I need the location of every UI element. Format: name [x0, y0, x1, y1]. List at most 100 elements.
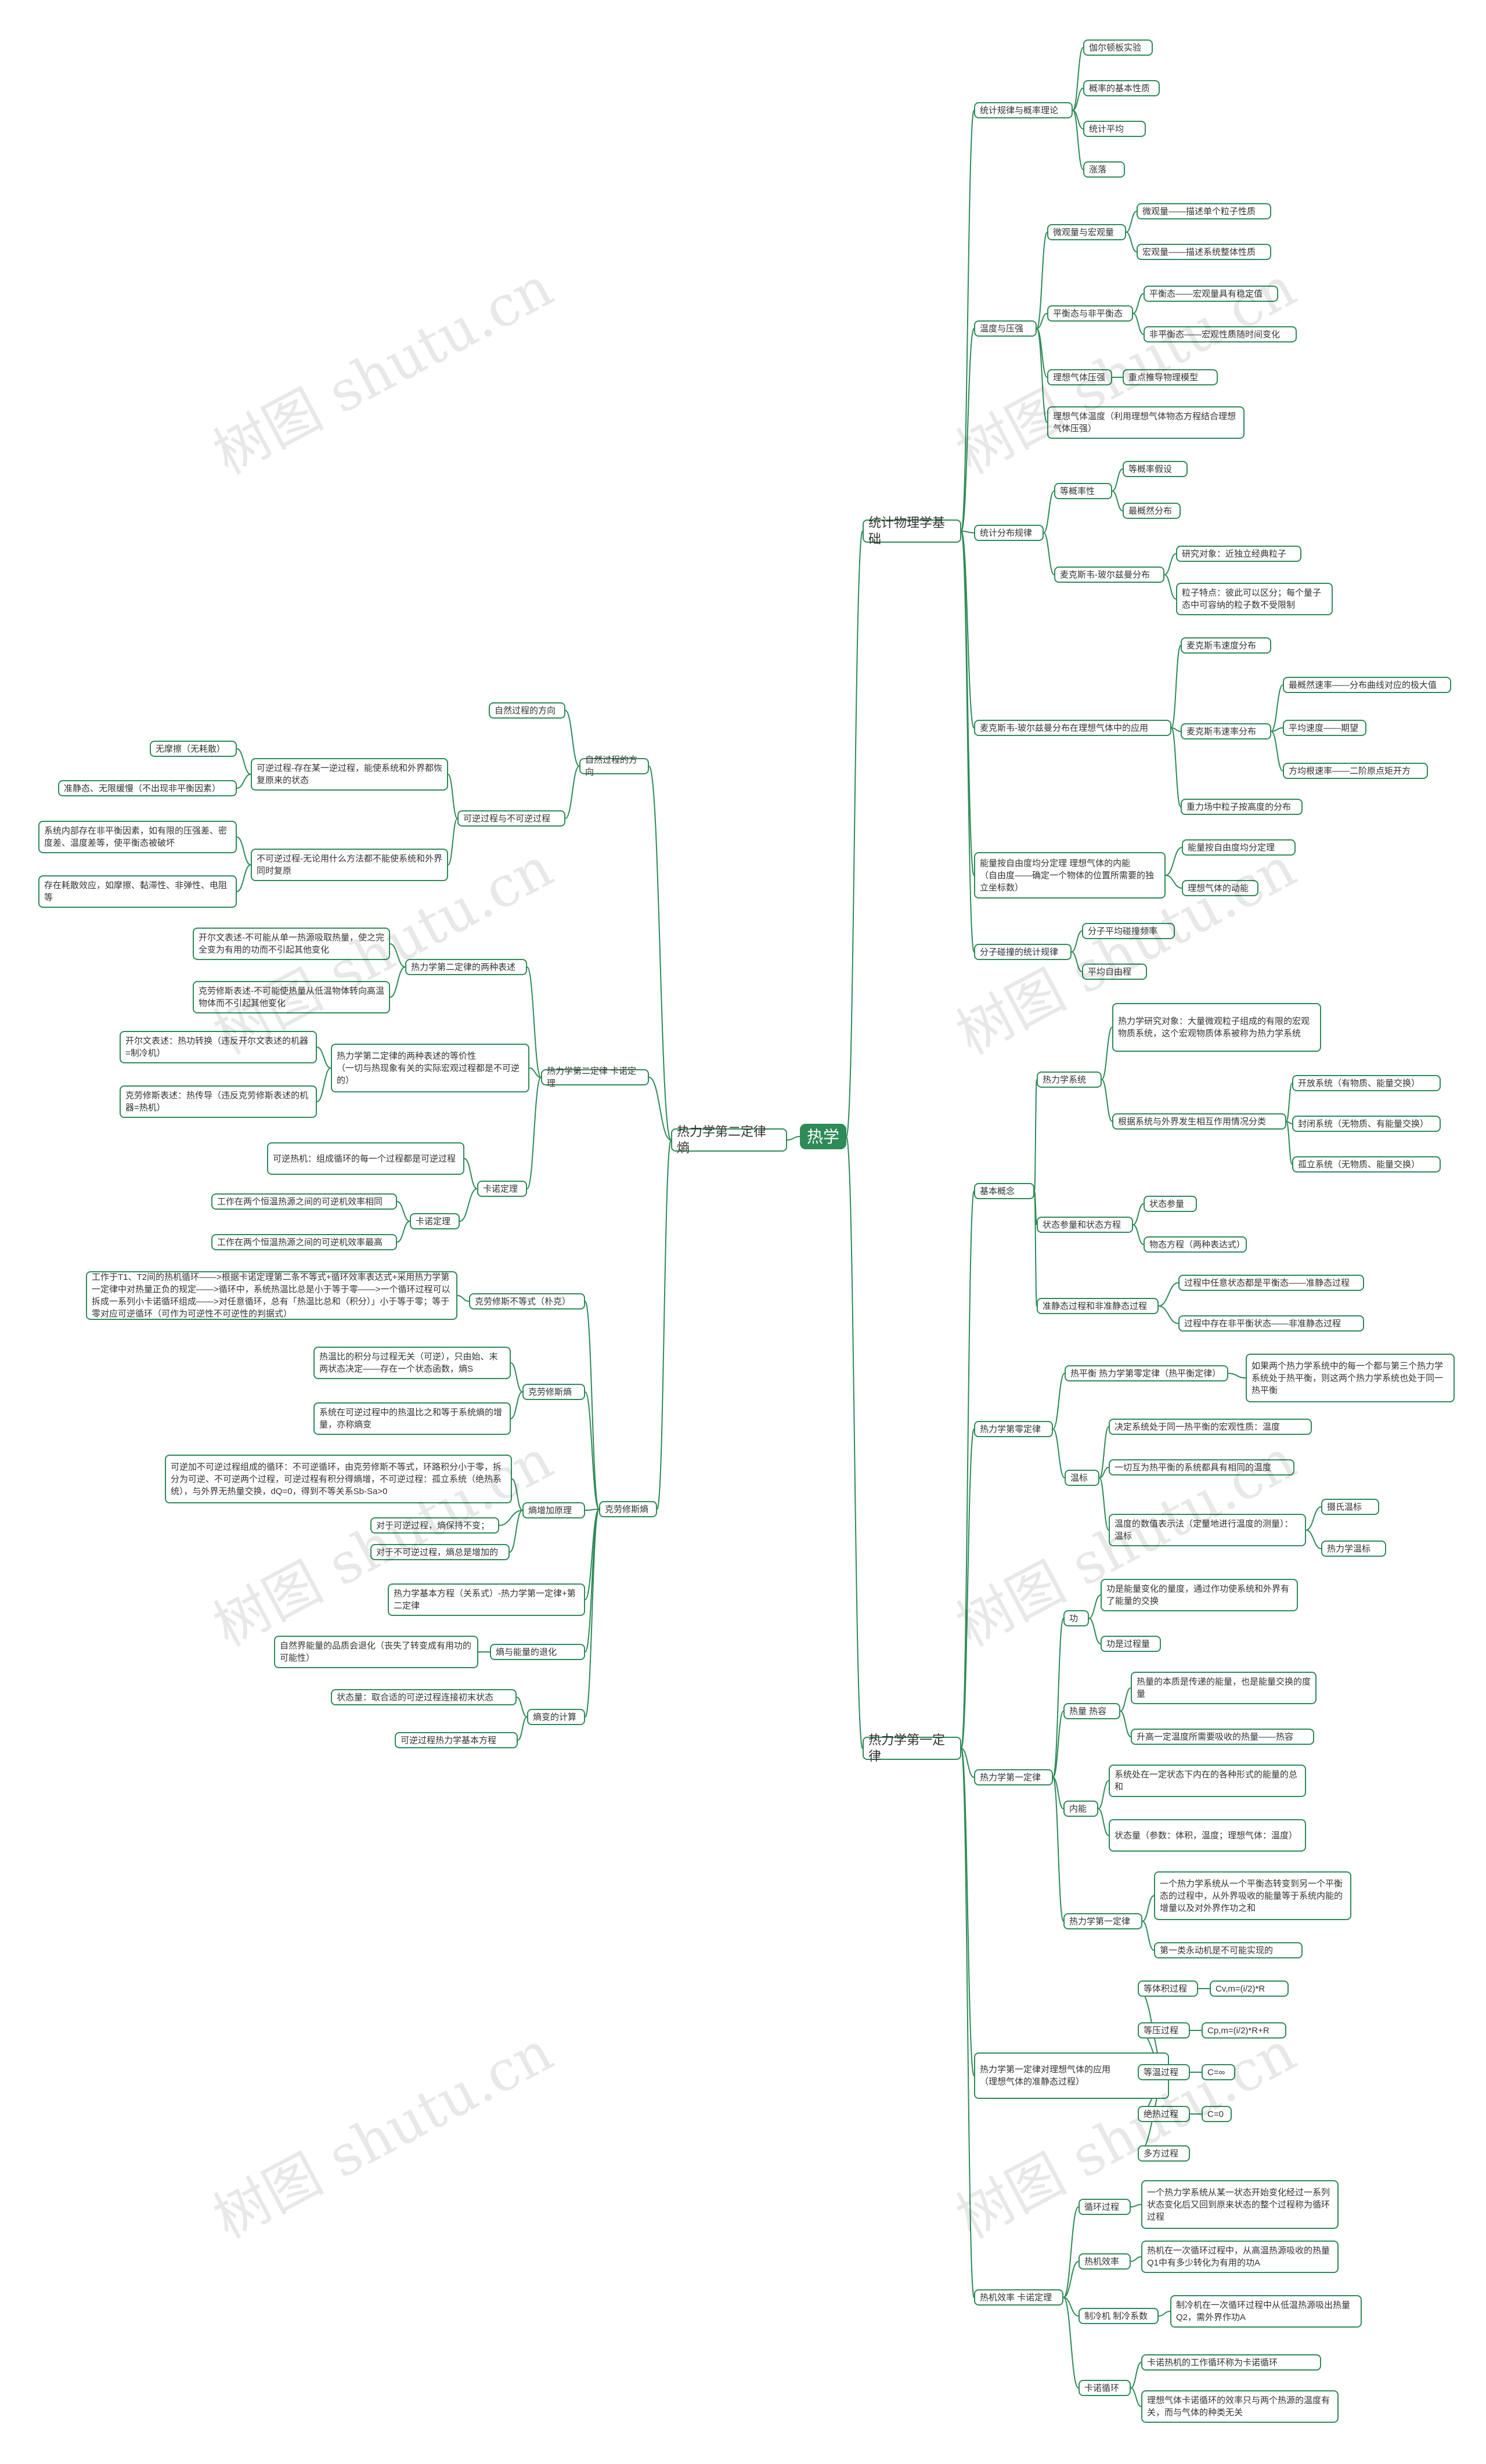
- mindmap-node[interactable]: 功是能量变化的量度，通过作功使系统和外界有了能量的交换: [1101, 1579, 1298, 1611]
- mindmap-node[interactable]: 研究对象：近独立经典粒子: [1176, 546, 1301, 562]
- mindmap-node[interactable]: 如果两个热力学系统中的每一个都与第三个热力学系统处于热平衡，则这两个热力学系统也…: [1246, 1354, 1455, 1402]
- mindmap-node[interactable]: 准静态过程和非准静态过程: [1037, 1298, 1159, 1314]
- mindmap-node[interactable]: 一个热力学系统从某一状态开始变化经过一系列状态变化后又回到原来状态的整个过程称为…: [1141, 2180, 1339, 2229]
- mindmap-node[interactable]: 分子碰撞的统计规律: [974, 944, 1072, 960]
- mindmap-node[interactable]: 制冷机 制冷系数: [1079, 2308, 1159, 2324]
- mindmap-node[interactable]: 克劳修斯表述-不可能使热量从低温物体转向高温物体而不引起其他变化: [193, 981, 390, 1013]
- mindmap-node[interactable]: 统计平均: [1083, 121, 1146, 137]
- mindmap-node[interactable]: 最概然分布: [1123, 503, 1181, 519]
- mindmap-node[interactable]: 热力学第零定律: [974, 1421, 1053, 1437]
- mindmap-node[interactable]: 卡诺定理: [410, 1213, 460, 1229]
- root-node[interactable]: 热学: [800, 1124, 846, 1149]
- mindmap-node[interactable]: 自然界能量的品质会退化（丧失了转变成有用功的可能性）: [274, 1636, 478, 1668]
- mindmap-node[interactable]: 温度与压强: [974, 320, 1037, 337]
- mindmap-node[interactable]: 热量 热容: [1063, 1703, 1120, 1719]
- mindmap-node[interactable]: 热力学第二定律 卡诺定理: [541, 1066, 649, 1088]
- mindmap-node[interactable]: 重力场中粒子按高度的分布: [1181, 799, 1303, 815]
- mindmap-node[interactable]: 功: [1063, 1610, 1089, 1626]
- mindmap-node[interactable]: 热力学第二定律的两种表述的等价性 （一切与热现象有关的实际宏观过程都是不可逆的）: [331, 1044, 529, 1092]
- mindmap-node[interactable]: 升高一定温度所需要吸收的热量——热容: [1131, 1729, 1314, 1745]
- mindmap-node[interactable]: 热力学第一定律: [863, 1733, 961, 1763]
- mindmap-node[interactable]: 统计分布规律: [974, 525, 1044, 541]
- mindmap-node[interactable]: 理想气体温度（利用理想气体物态方程结合理想气体压强）: [1047, 406, 1245, 439]
- mindmap-node[interactable]: 克劳修斯不等式（朴克）: [469, 1293, 585, 1309]
- mindmap-node[interactable]: 能量按自由度均分定理 理想气体的内能 （自由度——确定一个物体的位置所需要的独立…: [974, 852, 1166, 899]
- mindmap-node[interactable]: 准静态、无限缓慢（不出现非平衡因素）: [58, 780, 237, 796]
- mindmap-node[interactable]: 工作于T1、T2间的热机循环——>根据卡诺定理第二条不等式+循环效率表达式+采用…: [86, 1271, 457, 1320]
- mindmap-node[interactable]: 不可逆过程-无论用什么方法都不能使系统和外界同时复原: [251, 849, 448, 881]
- mindmap-node[interactable]: 过程中存在非平衡状态——非准静态过程: [1178, 1315, 1364, 1332]
- mindmap-node[interactable]: 概率的基本性质: [1083, 80, 1160, 96]
- mindmap-node[interactable]: 可逆加不可逆过程组成的循环：不可逆循环，由克劳修斯不等式，环路积分小于零，拆分为…: [165, 1455, 512, 1503]
- mindmap-node[interactable]: 最概然速率——分布曲线对应的极大值: [1283, 677, 1451, 693]
- mindmap-node[interactable]: 等压过程: [1138, 2022, 1190, 2039]
- mindmap-node[interactable]: 多方过程: [1138, 2145, 1190, 2162]
- mindmap-node[interactable]: 平均速度——期望: [1283, 720, 1366, 736]
- mindmap-node[interactable]: 开尔文表述：热功转换（违反开尔文表述的机器=制冷机）: [120, 1031, 317, 1063]
- mindmap-node[interactable]: 一个热力学系统从一个平衡态转变到另一个平衡态的过程中，从外界吸收的能量等于系统内…: [1154, 1871, 1351, 1920]
- mindmap-node[interactable]: C=∞: [1202, 2064, 1235, 2080]
- mindmap-node[interactable]: 封闭系统（无物质、有能量交换）: [1292, 1116, 1441, 1132]
- mindmap-node[interactable]: 循环过程: [1079, 2199, 1131, 2215]
- mindmap-node[interactable]: 克劳修斯熵: [522, 1384, 585, 1400]
- mindmap-node[interactable]: 克劳修斯熵: [599, 1501, 657, 1517]
- mindmap-node[interactable]: 一切互为热平衡的系统都具有相同的温度: [1109, 1459, 1294, 1475]
- mindmap-node[interactable]: 对于不可逆过程，熵总是增加的: [370, 1544, 510, 1560]
- mindmap-node[interactable]: 自然过程的方向: [579, 755, 649, 777]
- mindmap-node[interactable]: 麦克斯韦-玻尔兹曼分布: [1054, 567, 1164, 583]
- mindmap-node[interactable]: 分子平均碰撞频率: [1082, 923, 1175, 939]
- mindmap-node[interactable]: 熵变的计算: [527, 1709, 585, 1725]
- mindmap-node[interactable]: 物态方程（两种表达式）: [1144, 1236, 1247, 1253]
- mindmap-node[interactable]: 可逆热机：组成循环的每一个过程都是可逆过程: [267, 1142, 464, 1175]
- mindmap-node[interactable]: 热机在一次循环过程中，从高温热源吸收的热量Q1中有多少转化为有用的功A: [1141, 2241, 1339, 2273]
- mindmap-node[interactable]: 系统内部存在非平衡因素，如有限的压强差、密度差、温度差等，使平衡态被破坏: [38, 821, 237, 853]
- mindmap-node[interactable]: 宏观量——描述系统整体性质: [1137, 244, 1271, 260]
- mindmap-node[interactable]: 熵增加原理: [522, 1502, 585, 1518]
- mindmap-node[interactable]: 热力学第二定律 熵: [671, 1124, 787, 1155]
- mindmap-node[interactable]: 工作在两个恒温热源之间的可逆机效率最高: [211, 1234, 397, 1250]
- mindmap-node[interactable]: 无摩擦（无耗散）: [150, 741, 237, 757]
- mindmap-node[interactable]: 孤立系统（无物质、能量交换）: [1292, 1156, 1441, 1173]
- mindmap-node[interactable]: 热机效率 卡诺定理: [974, 2289, 1063, 2306]
- mindmap-node[interactable]: 理想气体压强: [1047, 369, 1112, 385]
- mindmap-node[interactable]: 统计物理学基础: [863, 515, 961, 546]
- mindmap-node[interactable]: 基本概念: [974, 1183, 1034, 1199]
- mindmap-node[interactable]: 麦克斯韦速度分布: [1181, 637, 1271, 654]
- mindmap-node[interactable]: 开尔文表述-不可能从单一热源吸取热量，使之完全变为有用的功而不引起其他变化: [193, 928, 390, 960]
- mindmap-node[interactable]: 可逆过程热力学基本方程: [395, 1732, 518, 1748]
- mindmap-node[interactable]: 粒子特点：彼此可以区分；每个量子态中可容纳的粒子数不受限制: [1176, 583, 1333, 615]
- mindmap-node[interactable]: 热力学第一定律: [1063, 1913, 1142, 1929]
- mindmap-node[interactable]: 热力学基本方程（关系式）-热力学第一定律+第二定律: [388, 1583, 585, 1616]
- mindmap-node[interactable]: 热力学系统: [1037, 1072, 1102, 1088]
- mindmap-node[interactable]: 过程中任意状态都是平衡态——准静态过程: [1178, 1275, 1364, 1291]
- mindmap-node[interactable]: 平衡态与非平衡态: [1047, 305, 1133, 322]
- mindmap-node[interactable]: 平衡态——宏观量具有稳定值: [1144, 286, 1278, 302]
- mindmap-node[interactable]: 伽尔顿板实验: [1083, 39, 1153, 56]
- mindmap-node[interactable]: 卡诺定理: [477, 1181, 527, 1197]
- mindmap-node[interactable]: 摄氏温标: [1321, 1499, 1379, 1515]
- mindmap-node[interactable]: 热温比的积分与过程无关（可逆），只由始、末两状态决定——存在一个状态函数，熵S: [313, 1347, 511, 1379]
- mindmap-node[interactable]: Cp,m=(i/2)*R+R: [1202, 2022, 1286, 2039]
- mindmap-node[interactable]: 能量按自由度均分定理: [1182, 839, 1296, 856]
- mindmap-node[interactable]: 热力学研究对象：大量微观粒子组成的有限的宏观物质系统，这个宏观物质体系被称为热力…: [1112, 1003, 1321, 1052]
- mindmap-node[interactable]: 功是过程量: [1101, 1636, 1161, 1652]
- mindmap-node[interactable]: 重点推导物理模型: [1123, 369, 1218, 385]
- mindmap-node[interactable]: 等概率假设: [1123, 461, 1188, 477]
- mindmap-node[interactable]: 系统在可逆过程中的热温比之和等于系统熵的增量，亦称熵变: [313, 1402, 511, 1435]
- mindmap-node[interactable]: 系统处在一定状态下内在的各种形式的能量的总和: [1109, 1765, 1306, 1797]
- mindmap-node[interactable]: 麦克斯韦-玻尔兹曼分布在理想气体中的应用: [974, 720, 1171, 736]
- mindmap-node[interactable]: 等温过程: [1138, 2064, 1190, 2080]
- mindmap-node[interactable]: 绝热过程: [1138, 2106, 1190, 2122]
- mindmap-node[interactable]: 方均根速率——二阶原点矩开方: [1283, 763, 1428, 779]
- mindmap-node[interactable]: 存在耗散效应，如摩擦、黏滞性、非弹性、电阻等: [38, 875, 237, 908]
- mindmap-node[interactable]: 热力学第一定律对理想气体的应用 （理想气体的准静态过程）: [974, 2052, 1169, 2099]
- mindmap-node[interactable]: 微观量与宏观量: [1047, 224, 1126, 240]
- mindmap-node[interactable]: 状态量（参数：体积，温度；理想气体：温度）: [1109, 1819, 1306, 1852]
- mindmap-node[interactable]: Cv,m=(i/2)*R: [1210, 1980, 1289, 1997]
- mindmap-node[interactable]: 决定系统处于同一热平衡的宏观性质：温度: [1109, 1419, 1312, 1435]
- mindmap-node[interactable]: C=0: [1202, 2106, 1232, 2122]
- mindmap-node[interactable]: 热力学温标: [1321, 1541, 1386, 1557]
- mindmap-node[interactable]: 制冷机在一次循环过程中从低温热源吸出热量Q2，需外界作功A: [1170, 2295, 1362, 2328]
- mindmap-node[interactable]: 统计规律与概率理论: [974, 102, 1073, 118]
- mindmap-node[interactable]: 热力学第一定律: [974, 1769, 1053, 1785]
